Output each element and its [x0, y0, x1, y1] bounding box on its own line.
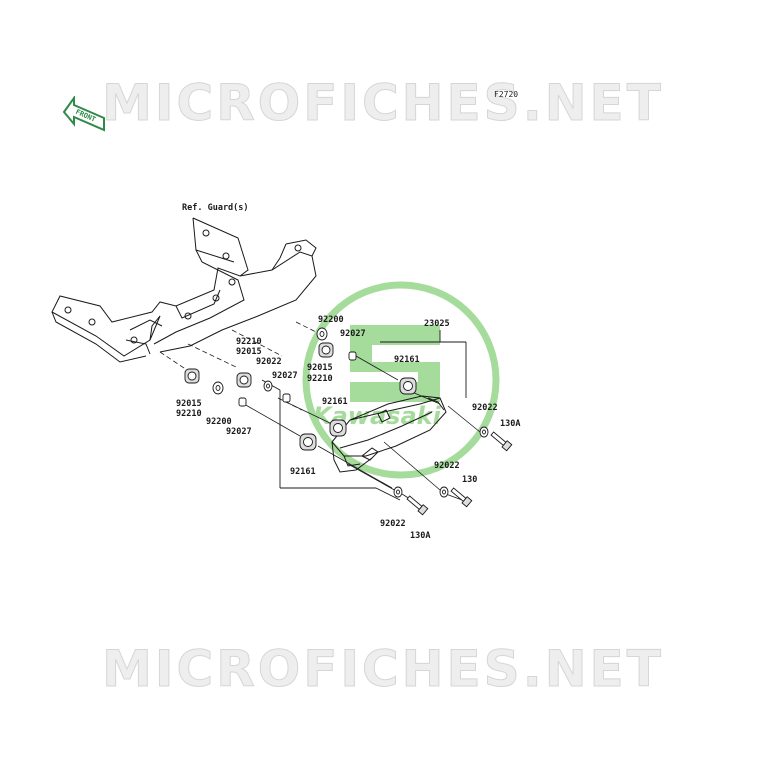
- label-92022-d: 92022: [380, 519, 406, 529]
- figure-code: F2720: [494, 90, 519, 99]
- label-130A-a: 130A: [500, 419, 520, 429]
- front-arrow-icon: FRONT: [62, 96, 105, 132]
- part-grommets: [184, 327, 489, 498]
- grommet-92015-upper: [318, 342, 334, 358]
- label-92027-a: 92027: [340, 329, 366, 339]
- watermark-top: MICROFICHES.NET: [102, 74, 664, 133]
- washer-92022-lower-right: [439, 486, 449, 498]
- label-92022-a: 92022: [256, 357, 282, 367]
- label-92161-a: 92161: [394, 355, 420, 365]
- assembly-bracket: [261, 330, 467, 501]
- part-bolts: [406, 431, 513, 516]
- label-92015-a: 92015: [236, 347, 262, 357]
- guard-frame: [51, 217, 317, 363]
- leader-lines-dashed: [159, 321, 321, 411]
- grommet-92200-upper: [316, 327, 328, 341]
- label-92210-b: 92210: [307, 374, 333, 384]
- turn-signal-lamp: [331, 395, 447, 473]
- label-92027-b: 92027: [272, 371, 298, 381]
- grommet-92015-mid: [236, 372, 252, 388]
- label-92161-b: 92161: [322, 397, 348, 407]
- label-23025: 23025: [424, 319, 450, 329]
- label-92015-c: 92015: [176, 399, 202, 409]
- bolt-130A-lower: [406, 495, 429, 516]
- collar-92027-upper: [348, 351, 357, 361]
- collar-92027-left: [238, 397, 247, 407]
- grommet-92200-left: [212, 381, 224, 395]
- label-92022-b: 92022: [472, 403, 498, 413]
- label-92161-c: 92161: [290, 467, 316, 477]
- collar-92027-mid: [282, 393, 291, 403]
- kawasaki-logo-watermark: Kawasaki: [302, 281, 500, 479]
- label-ref-guard: Ref. Guard(s): [182, 203, 249, 213]
- label-92027-c: 92027: [226, 427, 252, 437]
- washer-92022-lower: [393, 486, 403, 498]
- label-92200-b: 92200: [206, 417, 232, 427]
- label-92210-a: 92210: [236, 337, 262, 347]
- watermark-bottom: MICROFICHES.NET: [102, 640, 664, 699]
- label-92200-a: 92200: [318, 315, 344, 325]
- label-92015-b: 92015: [307, 363, 333, 373]
- bolt-130: [450, 487, 473, 508]
- washer-92022-right: [479, 426, 489, 438]
- grommet-92161-mid: [329, 419, 347, 437]
- label-92022-c: 92022: [434, 461, 460, 471]
- bolt-130A-right: [490, 431, 513, 452]
- label-130: 130: [462, 475, 477, 485]
- label-130A-b: 130A: [410, 531, 430, 541]
- leader-lines: [243, 355, 481, 505]
- label-92210-c: 92210: [176, 409, 202, 419]
- grommet-92161-upper: [399, 377, 417, 395]
- grommet-92015-left: [184, 368, 200, 384]
- washer-92022-left: [263, 380, 273, 392]
- grommet-92161-lower: [299, 433, 317, 451]
- part-labels: Ref. Guard(s) 92200 92027 23025 92210 92…: [176, 203, 520, 541]
